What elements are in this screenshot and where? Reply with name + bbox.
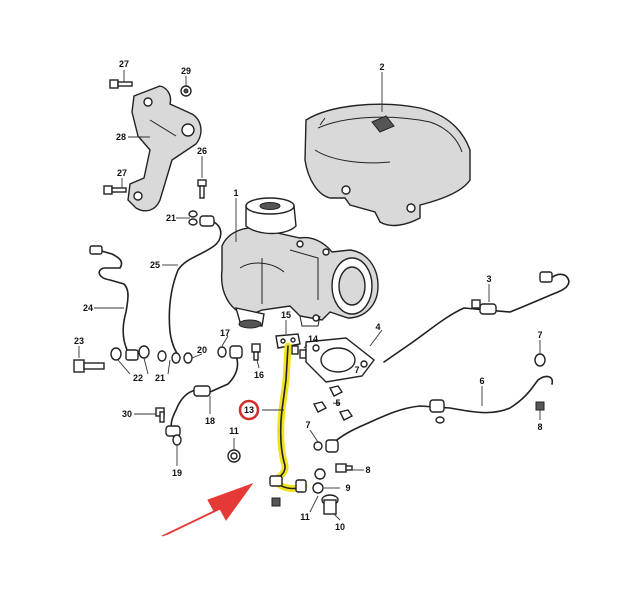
callout-28: 28 <box>116 132 126 142</box>
bracket-part-28 <box>127 85 202 212</box>
callout-15: 15 <box>281 310 291 320</box>
callout-27-bottom: 27 <box>117 168 127 178</box>
pointer-arrow <box>161 482 254 537</box>
pipe-part-25 <box>168 215 222 359</box>
callout-27-top: 27 <box>119 59 129 69</box>
pipe-part-3 <box>383 271 570 363</box>
callout-7-right: 7 <box>537 330 542 340</box>
pipe-part-18 <box>165 345 243 437</box>
callout-24: 24 <box>83 303 93 313</box>
callout-labels: 1 2 3 4 5 6 7 7 7 8 8 9 10 11 11 13 14 1… <box>74 59 543 532</box>
callout-10: 10 <box>335 522 345 532</box>
callout-6: 6 <box>479 376 484 386</box>
bolt-part-27-bottom <box>103 185 127 195</box>
callout-7-low: 7 <box>354 365 359 375</box>
nut-part-5 <box>312 385 354 421</box>
washer-part-22 <box>110 345 150 361</box>
callout-8-mid: 8 <box>365 465 370 475</box>
stud-part-26 <box>197 179 207 199</box>
washer-part-7-mid <box>313 441 323 451</box>
callout-23: 23 <box>74 336 84 346</box>
gasket-part-4 <box>305 337 375 383</box>
fitting-part-21-lower <box>157 350 181 364</box>
callout-21-low: 21 <box>155 373 165 383</box>
plug-part-10 <box>321 494 339 515</box>
gasket-part-15 <box>275 333 301 349</box>
callout-17: 17 <box>220 328 230 338</box>
callout-20: 20 <box>197 345 207 355</box>
bolt-part-8-right <box>535 401 545 411</box>
callout-16: 16 <box>254 370 264 380</box>
callout-9: 9 <box>345 483 350 493</box>
bolt-part-3-end <box>471 299 481 309</box>
bolt-part-30 <box>155 407 165 423</box>
clip-part-21-top <box>188 210 198 226</box>
oil-return-pipe-part-13 <box>269 342 308 493</box>
callout-30: 30 <box>122 409 132 419</box>
callout-22: 22 <box>133 373 143 383</box>
turbocharger-part-1 <box>220 197 379 329</box>
washer-part-11-left <box>227 449 241 463</box>
bolt-part-27-top <box>109 79 133 89</box>
clip-part-9 <box>312 482 324 494</box>
callout-4: 4 <box>375 322 380 332</box>
pipe-part-24 <box>89 245 139 361</box>
washer-part-19 <box>172 434 182 446</box>
leader-lines <box>78 70 541 521</box>
callout-3: 3 <box>486 274 491 284</box>
callout-2: 2 <box>379 62 384 72</box>
callout-26: 26 <box>197 146 207 156</box>
nut-part-29 <box>180 85 192 97</box>
washer-part-7-right <box>534 353 546 367</box>
callout-7-mid: 7 <box>305 420 310 430</box>
callout-11-left: 11 <box>229 426 239 436</box>
bolt-part-8-mid <box>335 463 353 473</box>
bolt-part-16 <box>251 343 261 361</box>
callout-8-right: 8 <box>537 422 542 432</box>
callout-19: 19 <box>172 468 182 478</box>
part-13-callout-highlight <box>238 399 260 421</box>
callout-25: 25 <box>150 260 160 270</box>
callout-18: 18 <box>205 416 215 426</box>
callout-1: 1 <box>233 188 238 198</box>
callout-5: 5 <box>335 398 340 408</box>
bolt-part-11-bottom <box>271 497 281 507</box>
washer-part-11-bottom <box>314 468 326 480</box>
heat-shield-part-2 <box>304 103 471 227</box>
callout-13: 13 <box>244 405 254 415</box>
callout-11-bottom: 11 <box>300 512 310 522</box>
bolt-part-23 <box>73 359 105 373</box>
callout-14: 14 <box>308 334 318 344</box>
washer-part-20 <box>183 352 193 364</box>
pipe-part-6 <box>325 375 554 453</box>
washer-part-17 <box>217 346 227 358</box>
callout-29: 29 <box>181 66 191 76</box>
callout-21-top: 21 <box>166 213 176 223</box>
